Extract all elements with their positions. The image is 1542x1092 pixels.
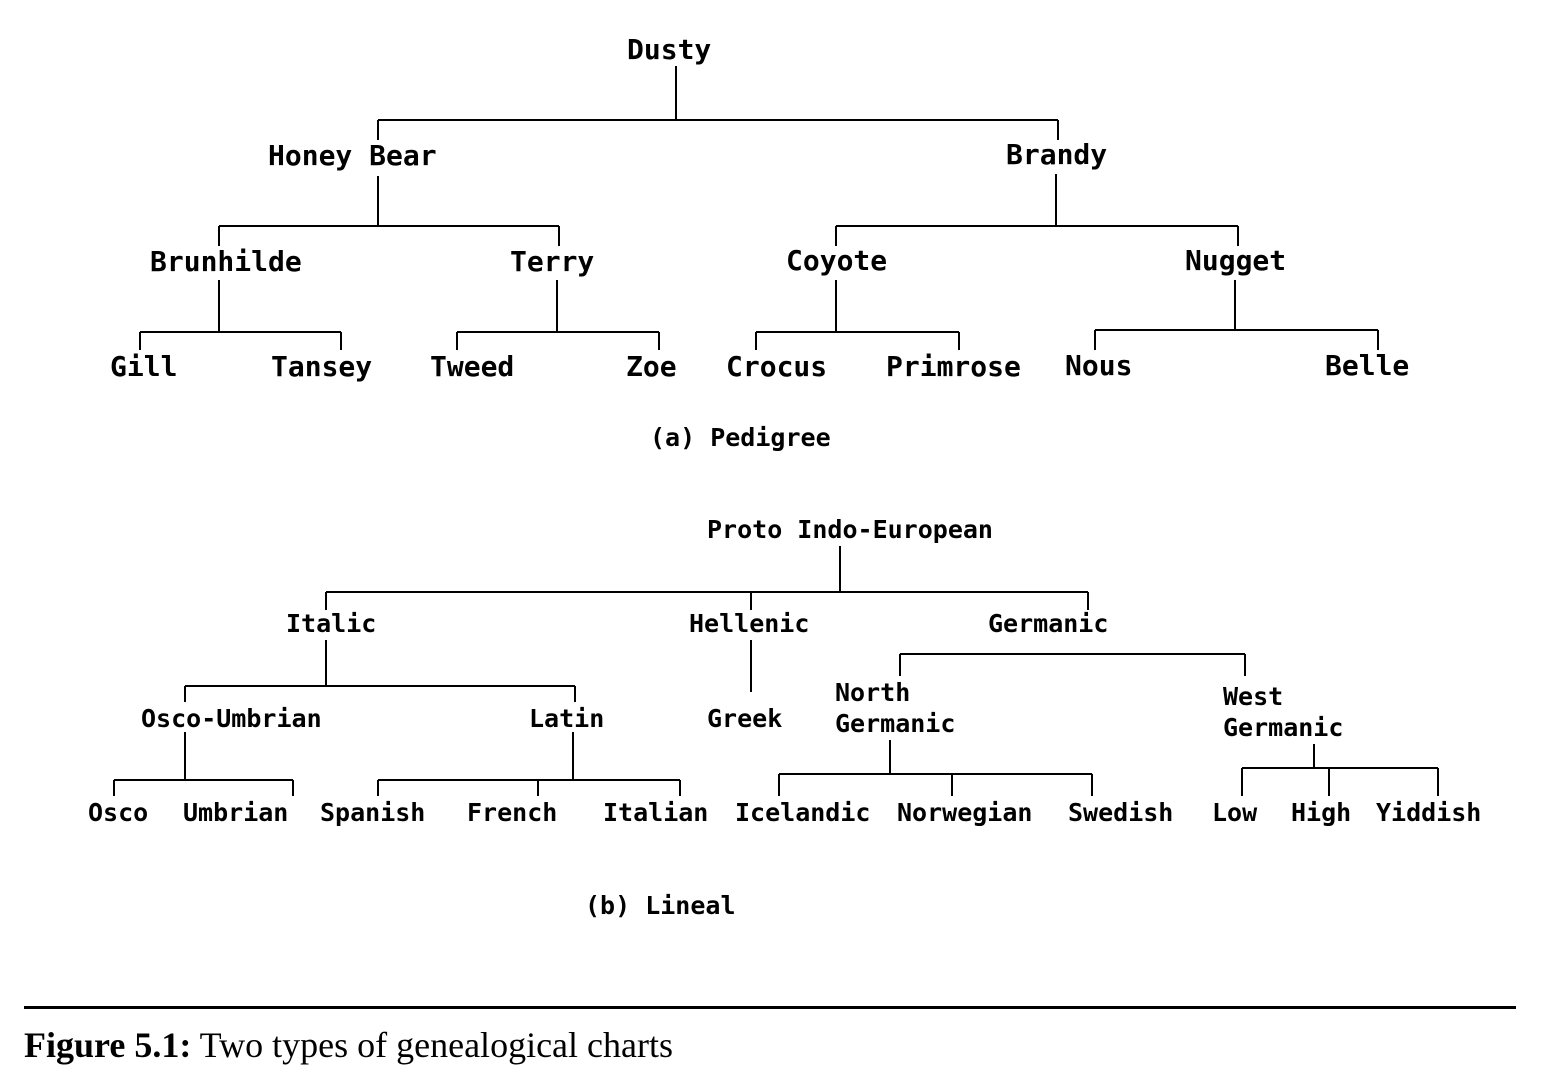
node-nous: Nous bbox=[1065, 349, 1133, 382]
node-germanic: Germanic bbox=[988, 609, 1109, 638]
node-umbrian: Umbrian bbox=[183, 798, 289, 827]
node-french: French bbox=[467, 798, 558, 827]
node-proto-indo-european: Proto Indo-European bbox=[707, 515, 993, 544]
node-tansey: Tansey bbox=[271, 350, 373, 383]
node-brandy: Brandy bbox=[1006, 138, 1108, 171]
node-icelandic: Icelandic bbox=[735, 798, 871, 827]
node-osco: Osco bbox=[88, 798, 149, 827]
node-zoe: Zoe bbox=[626, 350, 677, 383]
node-dusty: Dusty bbox=[627, 33, 712, 66]
node-swedish: Swedish bbox=[1068, 798, 1174, 827]
node-high: High bbox=[1291, 798, 1352, 827]
node-norwegian: Norwegian bbox=[897, 798, 1033, 827]
node-yiddish: Yiddish bbox=[1376, 798, 1482, 827]
node-osco-umbrian: Osco-Umbrian bbox=[141, 704, 322, 733]
figure-caption-text: Two types of genealogical charts bbox=[199, 1025, 673, 1065]
node-crocus: Crocus bbox=[726, 350, 828, 383]
node-greek: Greek bbox=[707, 704, 783, 733]
figure-caption: Figure 5.1: Two types of genealogical ch… bbox=[24, 1024, 673, 1066]
node-nugget: Nugget bbox=[1185, 244, 1287, 277]
node-west-germanic-line2: Germanic bbox=[1223, 713, 1344, 742]
node-latin: Latin bbox=[529, 704, 605, 733]
figure-label: Figure 5.1: bbox=[24, 1025, 192, 1065]
node-brunhilde: Brunhilde bbox=[150, 245, 302, 278]
node-north-germanic-line1: North bbox=[835, 678, 911, 707]
caption-rule bbox=[24, 1006, 1516, 1009]
node-north-germanic-line2: Germanic bbox=[835, 709, 956, 738]
node-west-germanic-line1: West bbox=[1223, 682, 1284, 711]
node-belle: Belle bbox=[1325, 349, 1410, 382]
node-italian: Italian bbox=[603, 798, 709, 827]
node-hellenic: Hellenic bbox=[689, 609, 810, 638]
node-tweed: Tweed bbox=[430, 350, 515, 383]
node-gill: Gill bbox=[110, 350, 178, 383]
node-spanish: Spanish bbox=[320, 798, 426, 827]
node-honey-bear: Honey Bear bbox=[268, 139, 437, 172]
node-italic: Italic bbox=[286, 609, 377, 638]
node-terry: Terry bbox=[510, 245, 595, 278]
node-primrose: Primrose bbox=[886, 350, 1021, 383]
node-coyote: Coyote bbox=[786, 244, 888, 277]
pedigree-caption: (a) Pedigree bbox=[650, 423, 831, 452]
node-low: Low bbox=[1212, 798, 1258, 827]
lineal-caption: (b) Lineal bbox=[585, 891, 736, 920]
